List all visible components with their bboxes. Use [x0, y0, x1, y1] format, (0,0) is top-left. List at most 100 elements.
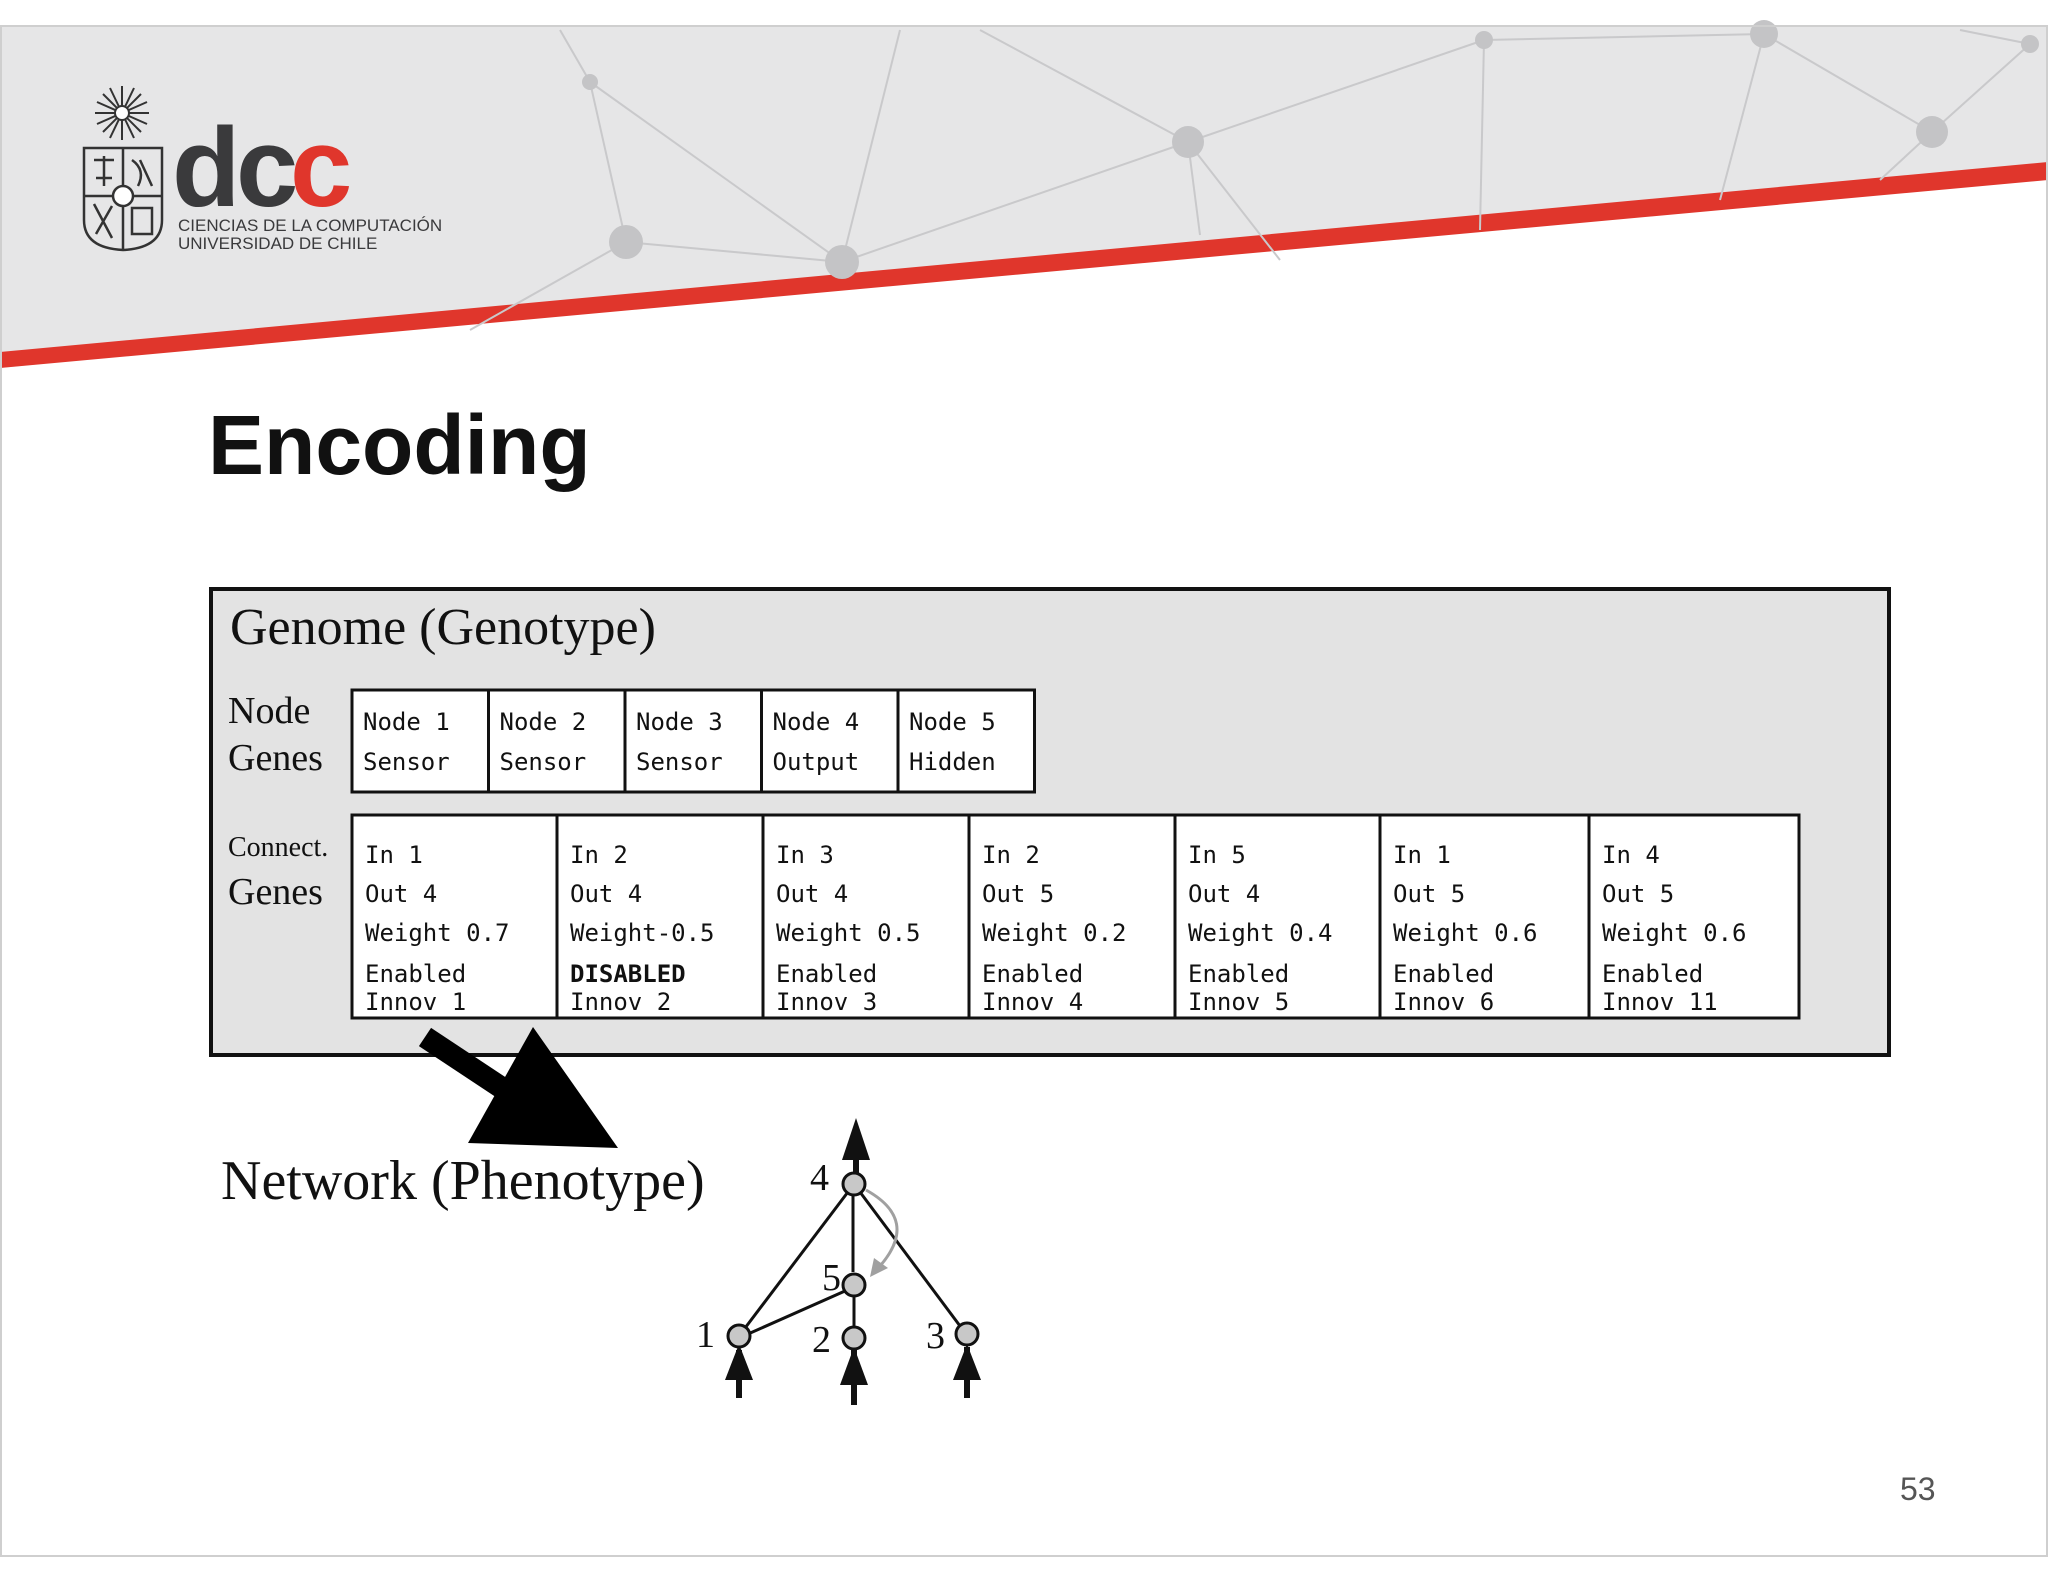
connection-gene-in: In 2: [570, 841, 628, 869]
node-gene-id: Node 1: [363, 708, 450, 736]
connection-gene-weight: Weight 0.7: [365, 919, 510, 947]
node-label-3: 3: [926, 1315, 945, 1357]
logo-line-1: CIENCIAS DE LA COMPUTACIÓN: [178, 216, 442, 235]
connection-gene-status: Enabled: [1188, 960, 1289, 988]
genome-title: Genome (Genotype): [230, 599, 656, 656]
input-arrow-1-icon: [725, 1344, 753, 1380]
network-title: Network (Phenotype): [221, 1150, 705, 1212]
input-arrow-3-icon: [953, 1344, 981, 1380]
node-gene-type: Sensor: [500, 748, 587, 776]
connection-gene-out: Out 5: [982, 880, 1054, 908]
node-label-2: 2: [812, 1319, 831, 1361]
network-edges: [737, 1183, 968, 1340]
connection-gene-in: In 1: [365, 841, 423, 869]
node-4: [841, 1171, 867, 1197]
connect-genes-label-2: Genes: [228, 871, 323, 913]
network-diagram: 4 5 1 2 3: [696, 1118, 981, 1405]
shield-crest-icon: [82, 146, 164, 252]
connection-gene-innov: Innov 6: [1393, 988, 1494, 1016]
node-gene-cell: Node 2 Sensor: [487, 688, 627, 794]
recurrent-arrowhead-icon: [870, 1258, 888, 1277]
connection-gene-out: Out 4: [1188, 880, 1260, 908]
logo-c-dark: c: [236, 105, 298, 230]
connection-gene-weight: Weight 0.4: [1188, 919, 1333, 947]
connection-gene-innov: Innov 4: [982, 988, 1083, 1016]
connection-gene-weight: Weight 0.2: [982, 919, 1127, 947]
node-label-1: 1: [696, 1314, 715, 1356]
connection-gene-out: Out 5: [1393, 880, 1465, 908]
university-logo: d c c CIENCIAS DE LA COMPUTACIÓN UNIVERS…: [82, 86, 442, 253]
connect-genes-label-1: Connect.: [228, 832, 328, 863]
slide-title: Encoding: [208, 398, 591, 492]
node-gene-cell: Node 4 Output: [760, 688, 900, 794]
node-2: [841, 1325, 867, 1351]
node-1: [726, 1323, 752, 1349]
node-gene-id: Node 2: [500, 708, 587, 736]
connection-gene-status: Enabled: [365, 960, 466, 988]
node-gene-type: Output: [773, 748, 860, 776]
input-arrows: [725, 1344, 981, 1405]
connection-gene-status: Enabled: [982, 960, 1083, 988]
node-gene-cell: Node 3 Sensor: [623, 688, 763, 794]
connection-gene-status: Enabled: [1602, 960, 1703, 988]
connection-gene-weight: Weight 0.6: [1393, 919, 1538, 947]
sun-emblem-icon: [95, 86, 149, 140]
logo-d: d: [172, 105, 240, 230]
connection-gene-weight: Weight-0.5: [570, 919, 715, 947]
connection-gene-weight: Weight 0.6: [1602, 919, 1747, 947]
network-nodes: [726, 1171, 980, 1351]
connection-gene-in: In 1: [1393, 841, 1451, 869]
node-gene-type: Sensor: [636, 748, 723, 776]
node-gene-id: Node 4: [773, 708, 860, 736]
node-gene-id: Node 5: [909, 708, 996, 736]
connection-gene-innov: Innov 1: [365, 988, 466, 1016]
node-gene-type: Hidden: [909, 748, 996, 776]
input-arrow-2-icon: [840, 1347, 868, 1385]
header-band: [0, 20, 2048, 368]
edge-1-4: [737, 1183, 856, 1337]
connection-gene-status: Enabled: [776, 960, 877, 988]
output-arrowhead-icon: [842, 1118, 870, 1160]
edge-4-3: [852, 1183, 968, 1335]
logo-line-2: UNIVERSIDAD DE CHILE: [178, 234, 377, 253]
node-3: [954, 1321, 980, 1347]
connection-gene-status: Enabled: [1393, 960, 1494, 988]
logo-c-red: c: [290, 105, 352, 230]
edge-1-5: [738, 1285, 855, 1340]
node-label-5: 5: [822, 1257, 841, 1299]
connection-gene-out: Out 4: [570, 880, 642, 908]
header-network-decoration: [469, 29, 2031, 331]
connection-gene-innov: Innov 2: [570, 988, 671, 1016]
connection-gene-innov: Innov 11: [1602, 988, 1718, 1016]
red-stripe: [0, 162, 2048, 368]
node-label-4: 4: [810, 1157, 829, 1199]
connection-gene-innov: Innov 3: [776, 988, 877, 1016]
connection-gene-out: Out 4: [776, 880, 848, 908]
node-gene-type: Sensor: [363, 748, 450, 776]
node-gene-id: Node 3: [636, 708, 723, 736]
connection-gene-status: DISABLED: [570, 960, 686, 988]
node-genes-label-2: Genes: [228, 737, 323, 779]
node-genes-label-1: Node: [228, 690, 310, 732]
slide-border: [0, 25, 2048, 1557]
connection-gene-in: In 5: [1188, 841, 1246, 869]
connection-gene-in: In 2: [982, 841, 1040, 869]
connection-gene-out: Out 4: [365, 880, 437, 908]
node-gene-cell: Node 1 Sensor: [350, 688, 490, 794]
page-number: 53: [1900, 1471, 1936, 1507]
node-5: [841, 1272, 867, 1298]
genotype-to-phenotype-arrow: [418, 1027, 618, 1148]
connection-gene-weight: Weight 0.5: [776, 919, 921, 947]
genome-panel: Genome (Genotype) Node Genes Connect. Ge…: [209, 587, 1891, 1057]
connection-gene-innov: Innov 5: [1188, 988, 1289, 1016]
